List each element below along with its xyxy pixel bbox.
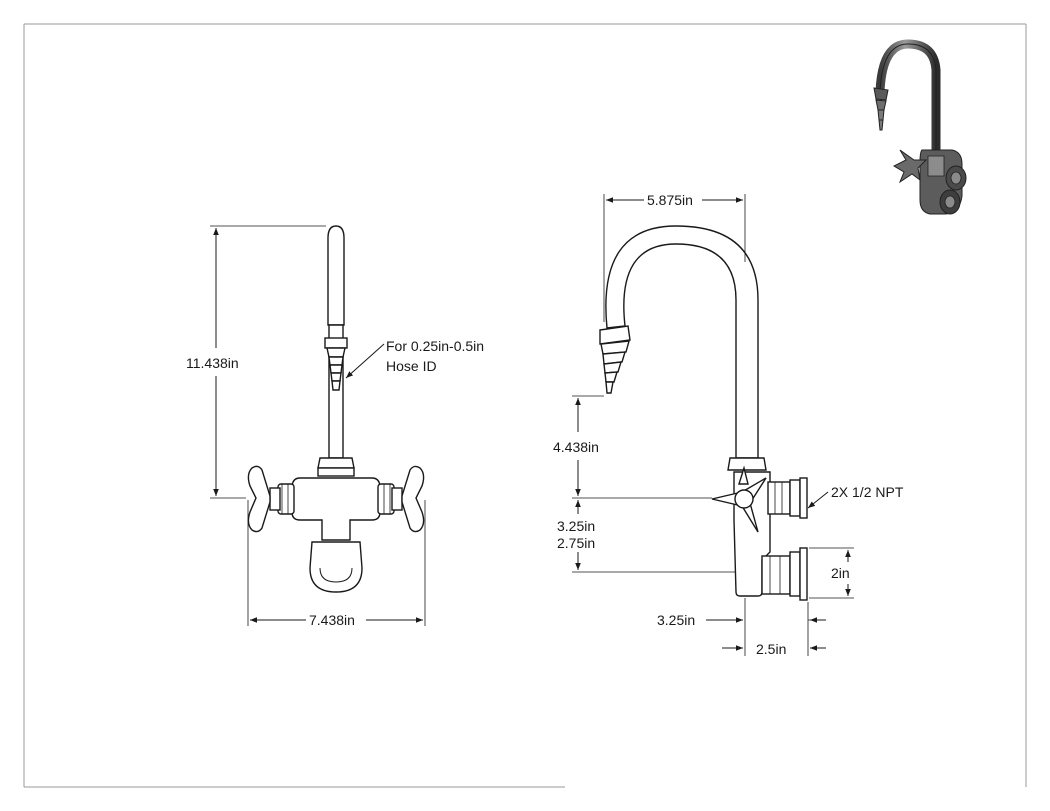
outlet-height-dimension (572, 395, 712, 499)
hose-note-line2: Hose ID (386, 358, 437, 374)
front-view (247, 225, 425, 593)
front-riser (327, 225, 345, 326)
npt-note-label: 2X 1/2 NPT (831, 484, 904, 500)
body-projection-dimension (706, 598, 826, 656)
front-height-label: 11.438in (186, 355, 239, 371)
outlet-height-label: 4.438in (553, 439, 599, 455)
npt-note-leader (807, 491, 829, 509)
side-cross-handle (711, 465, 767, 533)
drawing-border (23, 23, 1027, 788)
front-width-label: 7.438in (309, 612, 355, 628)
front-serrated-tip (324, 337, 348, 391)
upper-inlet-label: 3.25in (557, 518, 595, 534)
spout-reach-dimension (603, 194, 746, 322)
lower-inlet-label: 2.75in (557, 535, 595, 551)
spout-reach-label: 5.875in (647, 192, 693, 208)
side-upper-inlet (767, 477, 808, 519)
front-right-bonnet (377, 483, 403, 515)
hose-note-line1: For 0.25in-0.5in (386, 338, 484, 354)
front-lower-bend (309, 541, 363, 593)
inlet-spacing-label: 2in (831, 565, 850, 581)
front-riser-nut (317, 457, 355, 469)
side-view (599, 225, 808, 601)
hose-note-leader (345, 343, 385, 379)
flange-depth-label: 2.5in (756, 641, 786, 657)
front-right-handle (401, 465, 425, 533)
side-lower-inlet (761, 547, 808, 601)
front-height-dimension (210, 225, 326, 499)
front-left-handle (247, 465, 271, 533)
body-projection-label: 3.25in (657, 612, 695, 628)
inlet-spacing-dimension (809, 547, 854, 599)
front-body (291, 477, 381, 541)
front-left-bonnet (269, 483, 295, 515)
front-width-dimension (247, 500, 426, 626)
side-riser-nut (727, 457, 767, 471)
faucet-isometric-icon (873, 39, 967, 215)
inlet-height-dimension (572, 500, 736, 573)
side-serrated-tip (599, 325, 631, 394)
